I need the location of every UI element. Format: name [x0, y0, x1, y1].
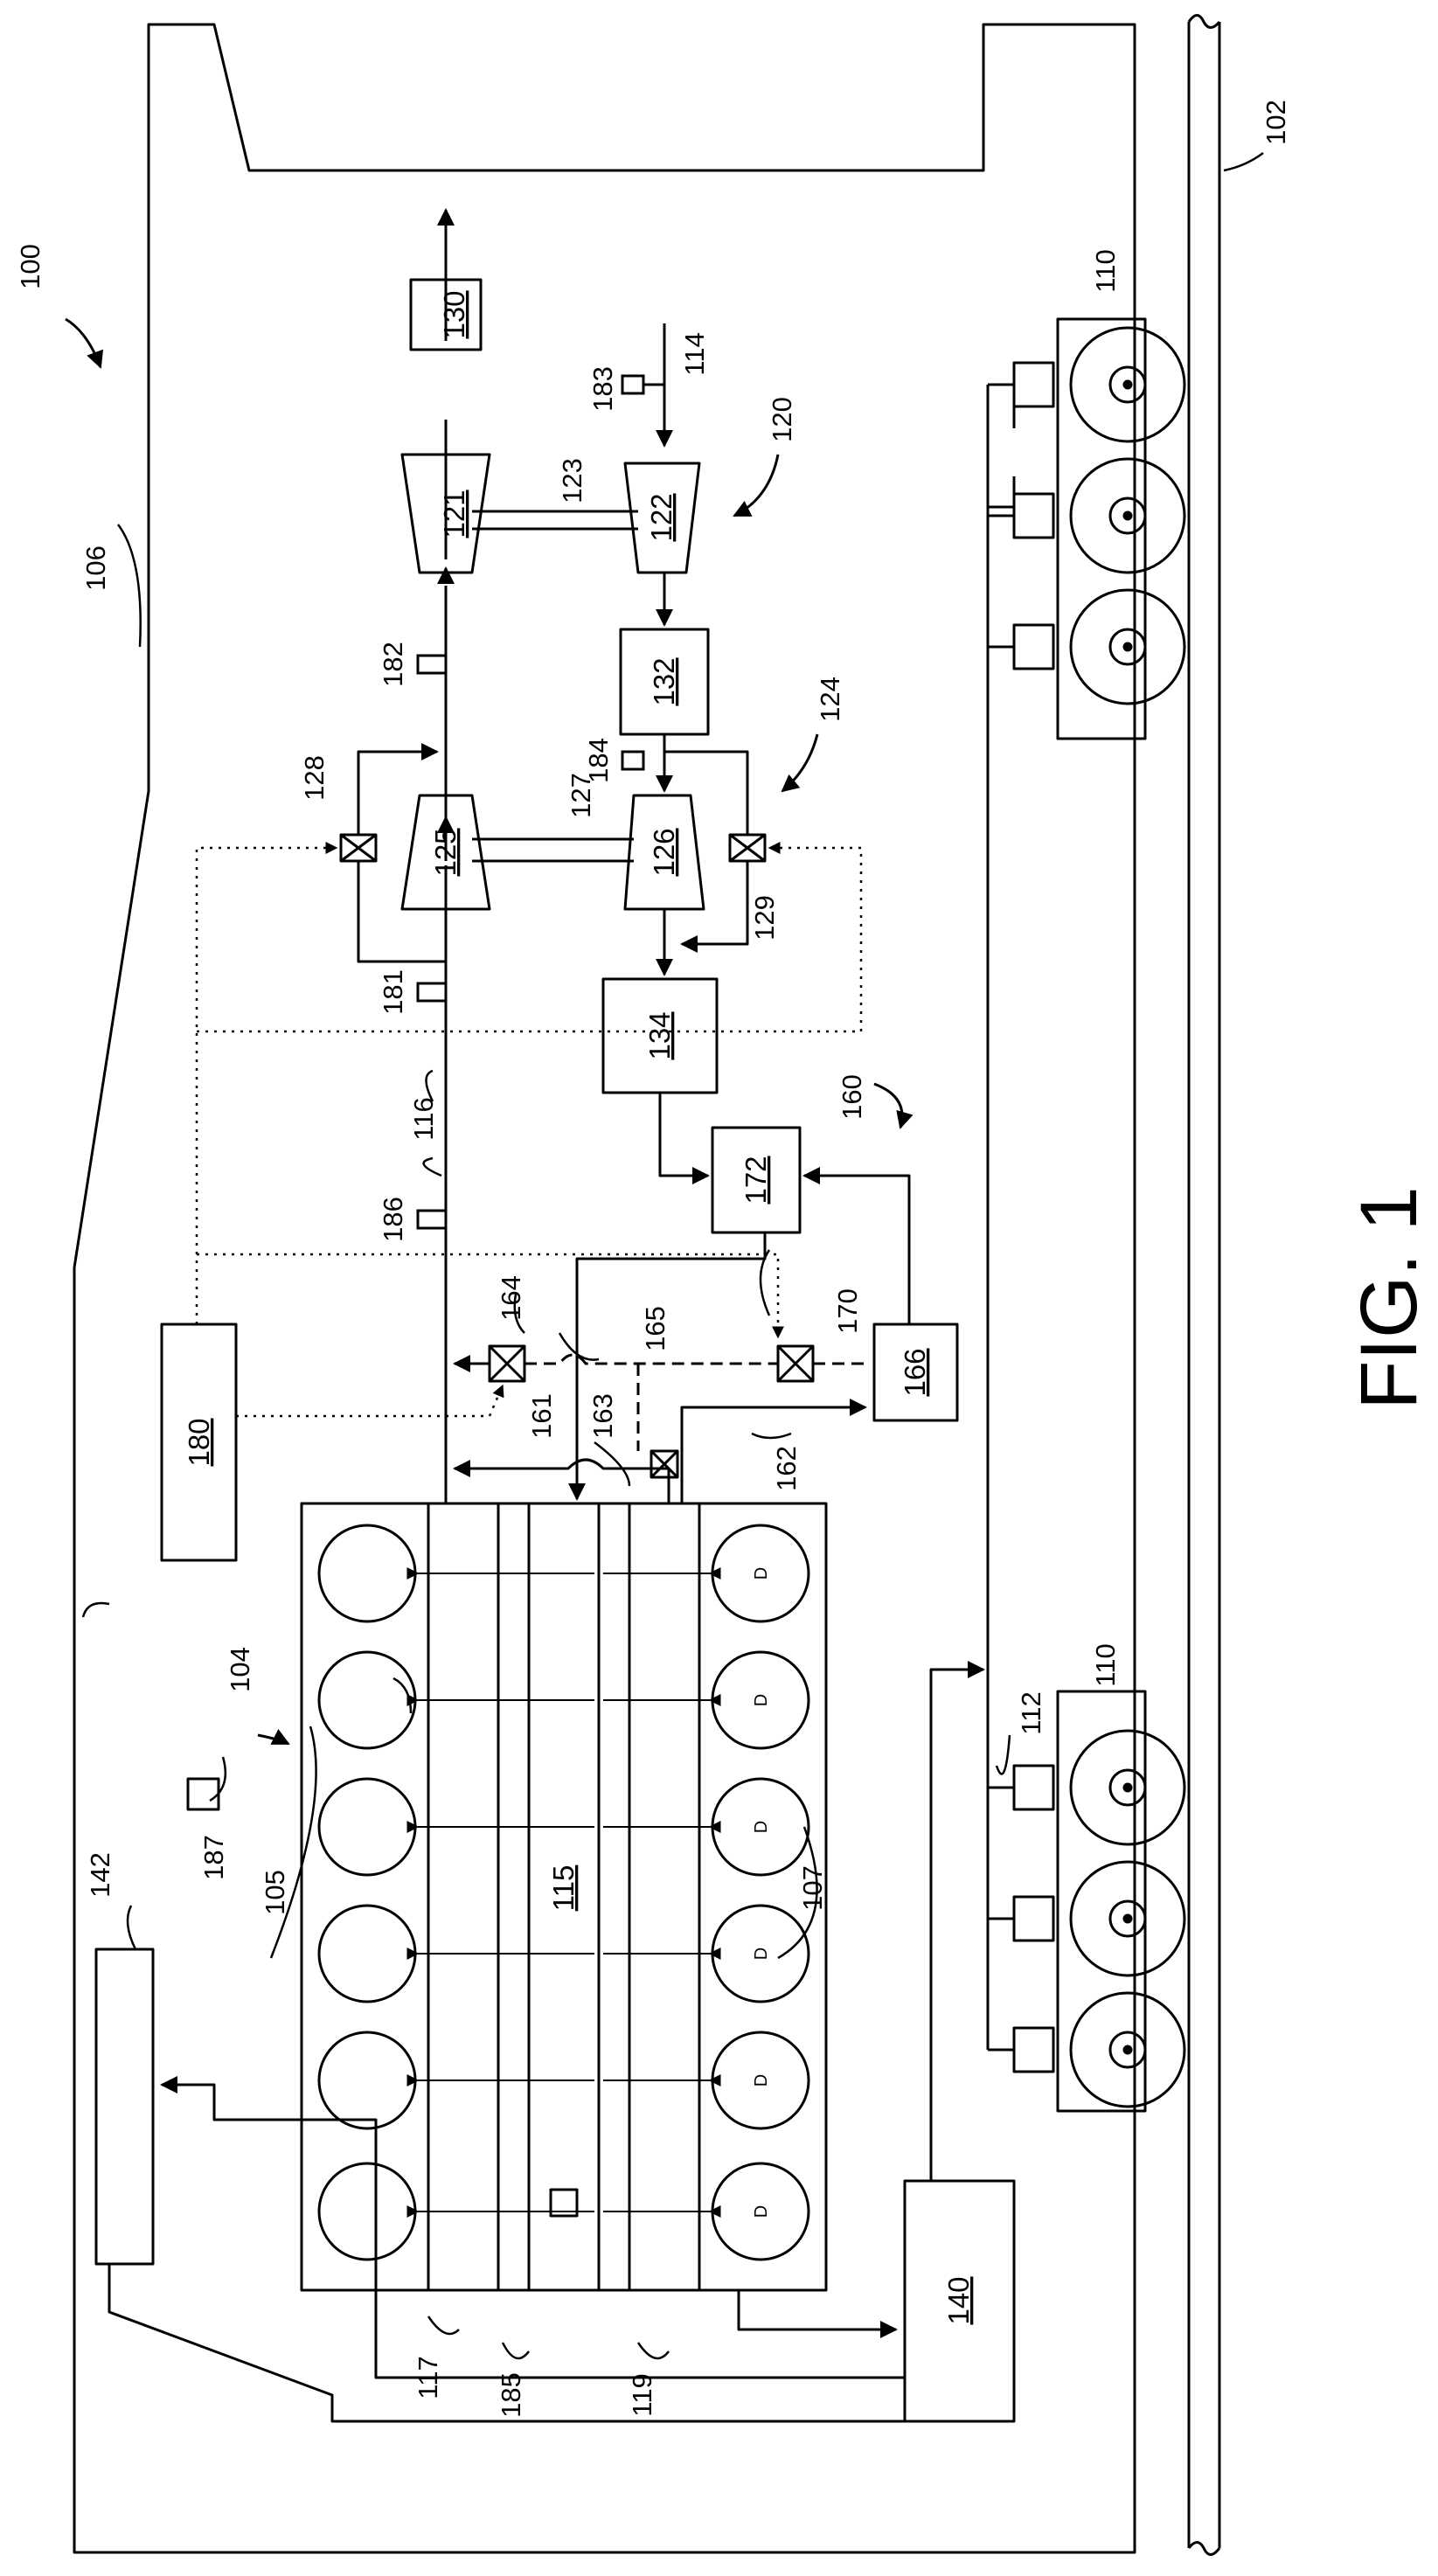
- box-label-134: 134: [643, 1011, 676, 1059]
- sensor-181: [418, 983, 446, 1001]
- svg-text:D: D: [752, 1694, 771, 1706]
- ref-181: 181: [378, 969, 408, 1015]
- ref-110-bottom: 110: [1090, 1643, 1121, 1686]
- ref-161: 161: [526, 1393, 557, 1439]
- ref-107: 107: [797, 1865, 828, 1911]
- intake-114: [643, 323, 664, 446]
- flow-134-172: [660, 1093, 708, 1176]
- ref-110-top: 110: [1090, 249, 1121, 292]
- box-label-115: 115: [547, 1865, 580, 1912]
- ref-128: 128: [299, 755, 330, 801]
- ref-105: 105: [260, 1870, 290, 1915]
- ref-183: 183: [587, 366, 618, 412]
- rail: [1189, 16, 1219, 2555]
- box-label-140: 140: [942, 2276, 975, 2324]
- shaft-123: [472, 511, 638, 529]
- box-label-130: 130: [438, 290, 470, 338]
- arrow-leaders: [66, 319, 902, 1744]
- cylinders-right-donor: [712, 1525, 809, 2260]
- ref-127: 127: [566, 773, 596, 818]
- svg-text:D: D: [752, 1821, 771, 1833]
- leader-lines: [83, 153, 1263, 2358]
- box-label-180: 180: [183, 1418, 215, 1466]
- sensor-187: [188, 1779, 219, 1809]
- ref-104: 104: [225, 1647, 255, 1692]
- ref-120: 120: [767, 397, 797, 442]
- box-label-125: 125: [429, 828, 462, 876]
- ref-117: 117: [413, 2356, 443, 2399]
- ref-100: 100: [15, 244, 45, 289]
- ref-186: 186: [378, 1197, 408, 1242]
- radiator-line-a: [162, 2085, 905, 2378]
- ref-163: 163: [587, 1393, 618, 1439]
- truck-bottom-wheels: [1071, 1731, 1184, 2107]
- box-label-122: 122: [645, 493, 677, 541]
- ref-123: 123: [557, 458, 587, 503]
- ref-185: 185: [496, 2372, 526, 2418]
- ref-182: 182: [378, 642, 408, 687]
- figure-title: FIG. 1: [1344, 1186, 1434, 1410]
- ref-112: 112: [1016, 1691, 1046, 1734]
- shaft-127: [472, 839, 634, 861]
- ref-170: 170: [832, 1288, 863, 1334]
- box-label-121: 121: [438, 490, 470, 538]
- power-bus: [931, 385, 1014, 2181]
- truck-top: [988, 319, 1145, 739]
- box-label-126: 126: [648, 828, 680, 876]
- ref-102: 102: [1261, 100, 1291, 145]
- traction-motors: [1014, 363, 1053, 2072]
- ref-142: 142: [85, 1852, 115, 1898]
- sensor-184: [622, 752, 643, 769]
- svg-text:D: D: [752, 2074, 771, 2086]
- ref-165: 165: [640, 1306, 670, 1351]
- cylinders-left: [319, 1525, 415, 2260]
- donor-labels: D D D D D D: [752, 1567, 771, 2218]
- ref-129: 129: [749, 895, 780, 941]
- engine-to-generator: [739, 2290, 896, 2330]
- runners-right: [603, 1573, 710, 2211]
- box-label-172: 172: [740, 1156, 772, 1204]
- svg-text:D: D: [752, 1567, 771, 1580]
- box-label-132: 132: [648, 657, 680, 705]
- ref-114: 114: [679, 332, 710, 375]
- box-label-166: 166: [899, 1348, 931, 1396]
- sensor-183: [622, 376, 643, 393]
- truck-top-wheels: [1071, 328, 1184, 704]
- ref-164: 164: [496, 1275, 526, 1321]
- ref-116: 116: [408, 1097, 439, 1140]
- ref-119: 119: [627, 2373, 657, 2416]
- svg-text:D: D: [752, 2205, 771, 2218]
- svg-text:D: D: [752, 1948, 771, 1960]
- ref-124: 124: [815, 677, 845, 722]
- sensor-186: [418, 1211, 446, 1228]
- ref-106: 106: [80, 545, 111, 591]
- ref-187: 187: [198, 1835, 229, 1880]
- sensor-182: [418, 656, 446, 673]
- ref-160: 160: [837, 1074, 867, 1120]
- radiator-box: [96, 1949, 153, 2264]
- line-161: [455, 1460, 669, 1503]
- ref-162: 162: [771, 1446, 802, 1491]
